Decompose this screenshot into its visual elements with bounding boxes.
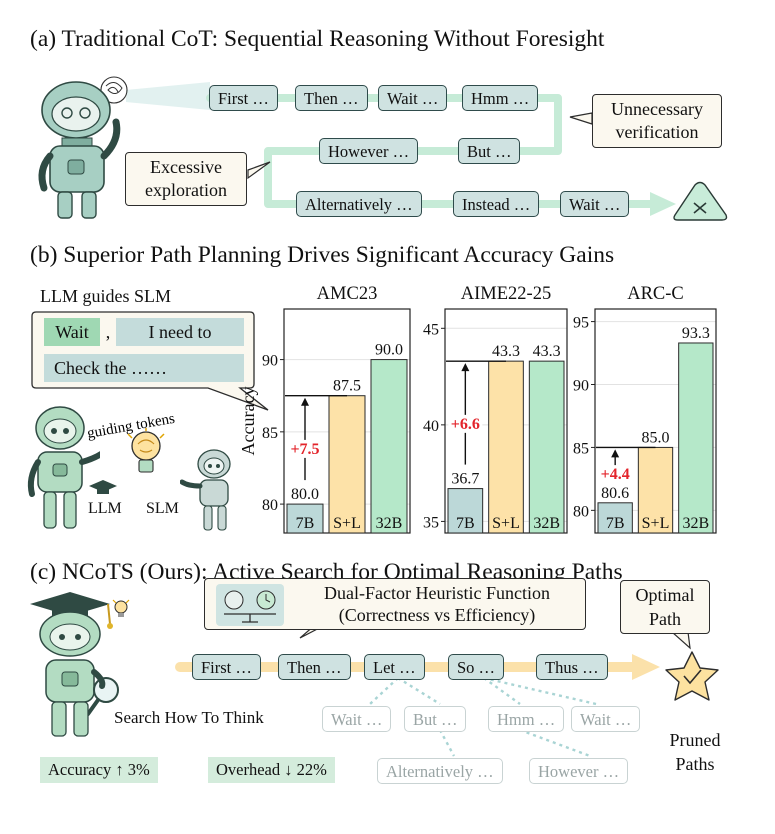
ytick-label-1-0: 35 — [423, 514, 439, 531]
heuristic-subtitle: (Correctness vs Efficiency) — [338, 605, 536, 625]
gain-label-2: +4.4 — [601, 466, 630, 483]
gain-bg-1 — [448, 414, 483, 433]
bar-0-2 — [370, 359, 408, 534]
slm-robot-icon — [180, 449, 231, 531]
ytick-label-2-3: 95 — [573, 315, 589, 332]
category-label-1-1: S+L — [492, 515, 520, 532]
category-label-0-0: 7B — [296, 515, 315, 532]
llm-label: LLM — [88, 500, 122, 517]
category-label-0-2: 32B — [376, 515, 403, 532]
ytick-label-2-1: 85 — [573, 440, 589, 457]
value-label-2-2: 93.3 — [682, 325, 710, 342]
category-label-2-2: 32B — [682, 515, 709, 532]
graduation-cap-icon — [89, 480, 117, 494]
ytick-label-0-2: 90 — [262, 353, 278, 370]
bar-0-1 — [328, 395, 366, 534]
x-mark-icon — [673, 181, 728, 221]
section-a-title: (a) Traditional CoT: Sequential Reasonin… — [30, 26, 605, 52]
ytick-label-1-2: 45 — [423, 321, 439, 338]
category-label-1-0: 7B — [456, 515, 475, 532]
search-label: Search How To Think — [114, 708, 264, 727]
chart-title-1: AIME22-25 — [461, 284, 551, 304]
gain-arrowhead-1 — [461, 363, 470, 372]
gain-label-1: +6.6 — [451, 416, 480, 433]
path-token-5: Thus … — [536, 654, 608, 680]
token-a-5: However … — [319, 138, 419, 164]
scholar-robot-icon — [30, 592, 119, 737]
pruned-token-6: However … — [529, 758, 629, 784]
gain-arrowhead-0 — [301, 397, 309, 406]
confused-robot-icon — [38, 76, 128, 219]
token-a-1: First … — [209, 85, 278, 111]
bubble-token-wait: Wait — [44, 318, 100, 346]
category-label-0-1: S+L — [333, 515, 361, 532]
slm-label: SLM — [146, 500, 179, 517]
path-token-2: Then … — [278, 654, 351, 680]
category-label-2-0: 7B — [606, 515, 625, 532]
token-a-3: Wait … — [378, 85, 448, 111]
pruned-token-5: Alternatively … — [377, 758, 503, 784]
overhead-stat: Overhead ↓ 22% — [208, 757, 335, 783]
bar-2-0 — [597, 502, 633, 534]
section-b-title: (b) Superior Path Planning Drives Signif… — [30, 242, 615, 268]
path-token-3: Let … — [364, 654, 425, 680]
bar-2-2 — [678, 342, 714, 534]
value-label-0-2: 90.0 — [375, 342, 403, 359]
callout-unnecessary-verification: Unnecessary verification — [592, 94, 722, 148]
callout-excessive-exploration: Excessive exploration — [125, 152, 247, 206]
value-label-1-1: 43.3 — [492, 343, 520, 360]
token-a-7: Alternatively … — [296, 191, 422, 217]
guide-label: LLM guides SLM — [40, 286, 172, 306]
ytick-label-0-1: 85 — [262, 425, 278, 442]
accuracy-stat: Accuracy ↑ 3% — [40, 757, 158, 783]
token-a-2: Then … — [295, 85, 368, 111]
pruned-token-3: Hmm … — [488, 706, 565, 732]
value-label-2-0: 80.6 — [601, 485, 629, 502]
gain-arrowhead-2 — [611, 449, 620, 458]
idea-bulb-icon — [112, 599, 130, 617]
balance-scale-icon — [216, 584, 284, 626]
value-label-0-0: 80.0 — [291, 486, 319, 503]
bar-1-0 — [447, 488, 484, 534]
bubble-token-comma: , — [105, 322, 111, 342]
optimal-path-callout: Optimal Path — [620, 580, 710, 634]
category-label-2-1: S+L — [642, 515, 670, 532]
bar-1-2 — [528, 360, 565, 534]
chart-title-0: AMC23 — [317, 284, 378, 304]
heuristic-title: Dual-Factor Heuristic Function — [324, 583, 550, 603]
value-label-2-1: 85.0 — [642, 429, 670, 446]
ytick-label-0-0: 80 — [262, 497, 278, 514]
gain-label-0: +7.5 — [290, 441, 319, 458]
chart-title-2: ARC-C — [627, 284, 684, 304]
token-a-8: Instead … — [453, 191, 540, 217]
gain-bg-2 — [598, 465, 633, 484]
ytick-label-1-1: 40 — [423, 418, 439, 435]
bar-1-1 — [488, 360, 524, 534]
value-label-0-1: 87.5 — [333, 378, 361, 395]
path-token-1: First … — [192, 654, 261, 680]
path-token-4: So … — [448, 654, 505, 680]
token-a-6: But … — [458, 138, 521, 164]
category-label-1-2: 32B — [533, 515, 560, 532]
value-label-1-0: 36.7 — [451, 471, 479, 488]
pruned-paths-label: Pruned Paths — [669, 730, 721, 774]
pruned-token-1: Wait … — [322, 706, 392, 732]
bubble-token-i-need-to: I need to — [116, 318, 244, 346]
pruned-token-2: But … — [404, 706, 467, 732]
token-a-4: Hmm … — [462, 85, 539, 111]
bubble-token-check-the: Check the …… — [44, 354, 244, 382]
bar-0-0 — [286, 503, 324, 534]
star-check-icon — [665, 651, 719, 701]
ytick-label-2-0: 80 — [573, 503, 589, 520]
y-axis-label: Accuracy — [238, 387, 258, 456]
ytick-label-2-2: 90 — [573, 378, 589, 395]
pruned-token-4: Wait … — [571, 706, 641, 732]
bar-2-1 — [637, 446, 674, 534]
lightbulb-icon — [127, 428, 165, 473]
value-label-1-2: 43.3 — [533, 343, 561, 360]
token-a-9: Wait … — [560, 191, 630, 217]
gain-bg-0 — [288, 439, 322, 458]
llm-robot-icon — [27, 406, 100, 529]
